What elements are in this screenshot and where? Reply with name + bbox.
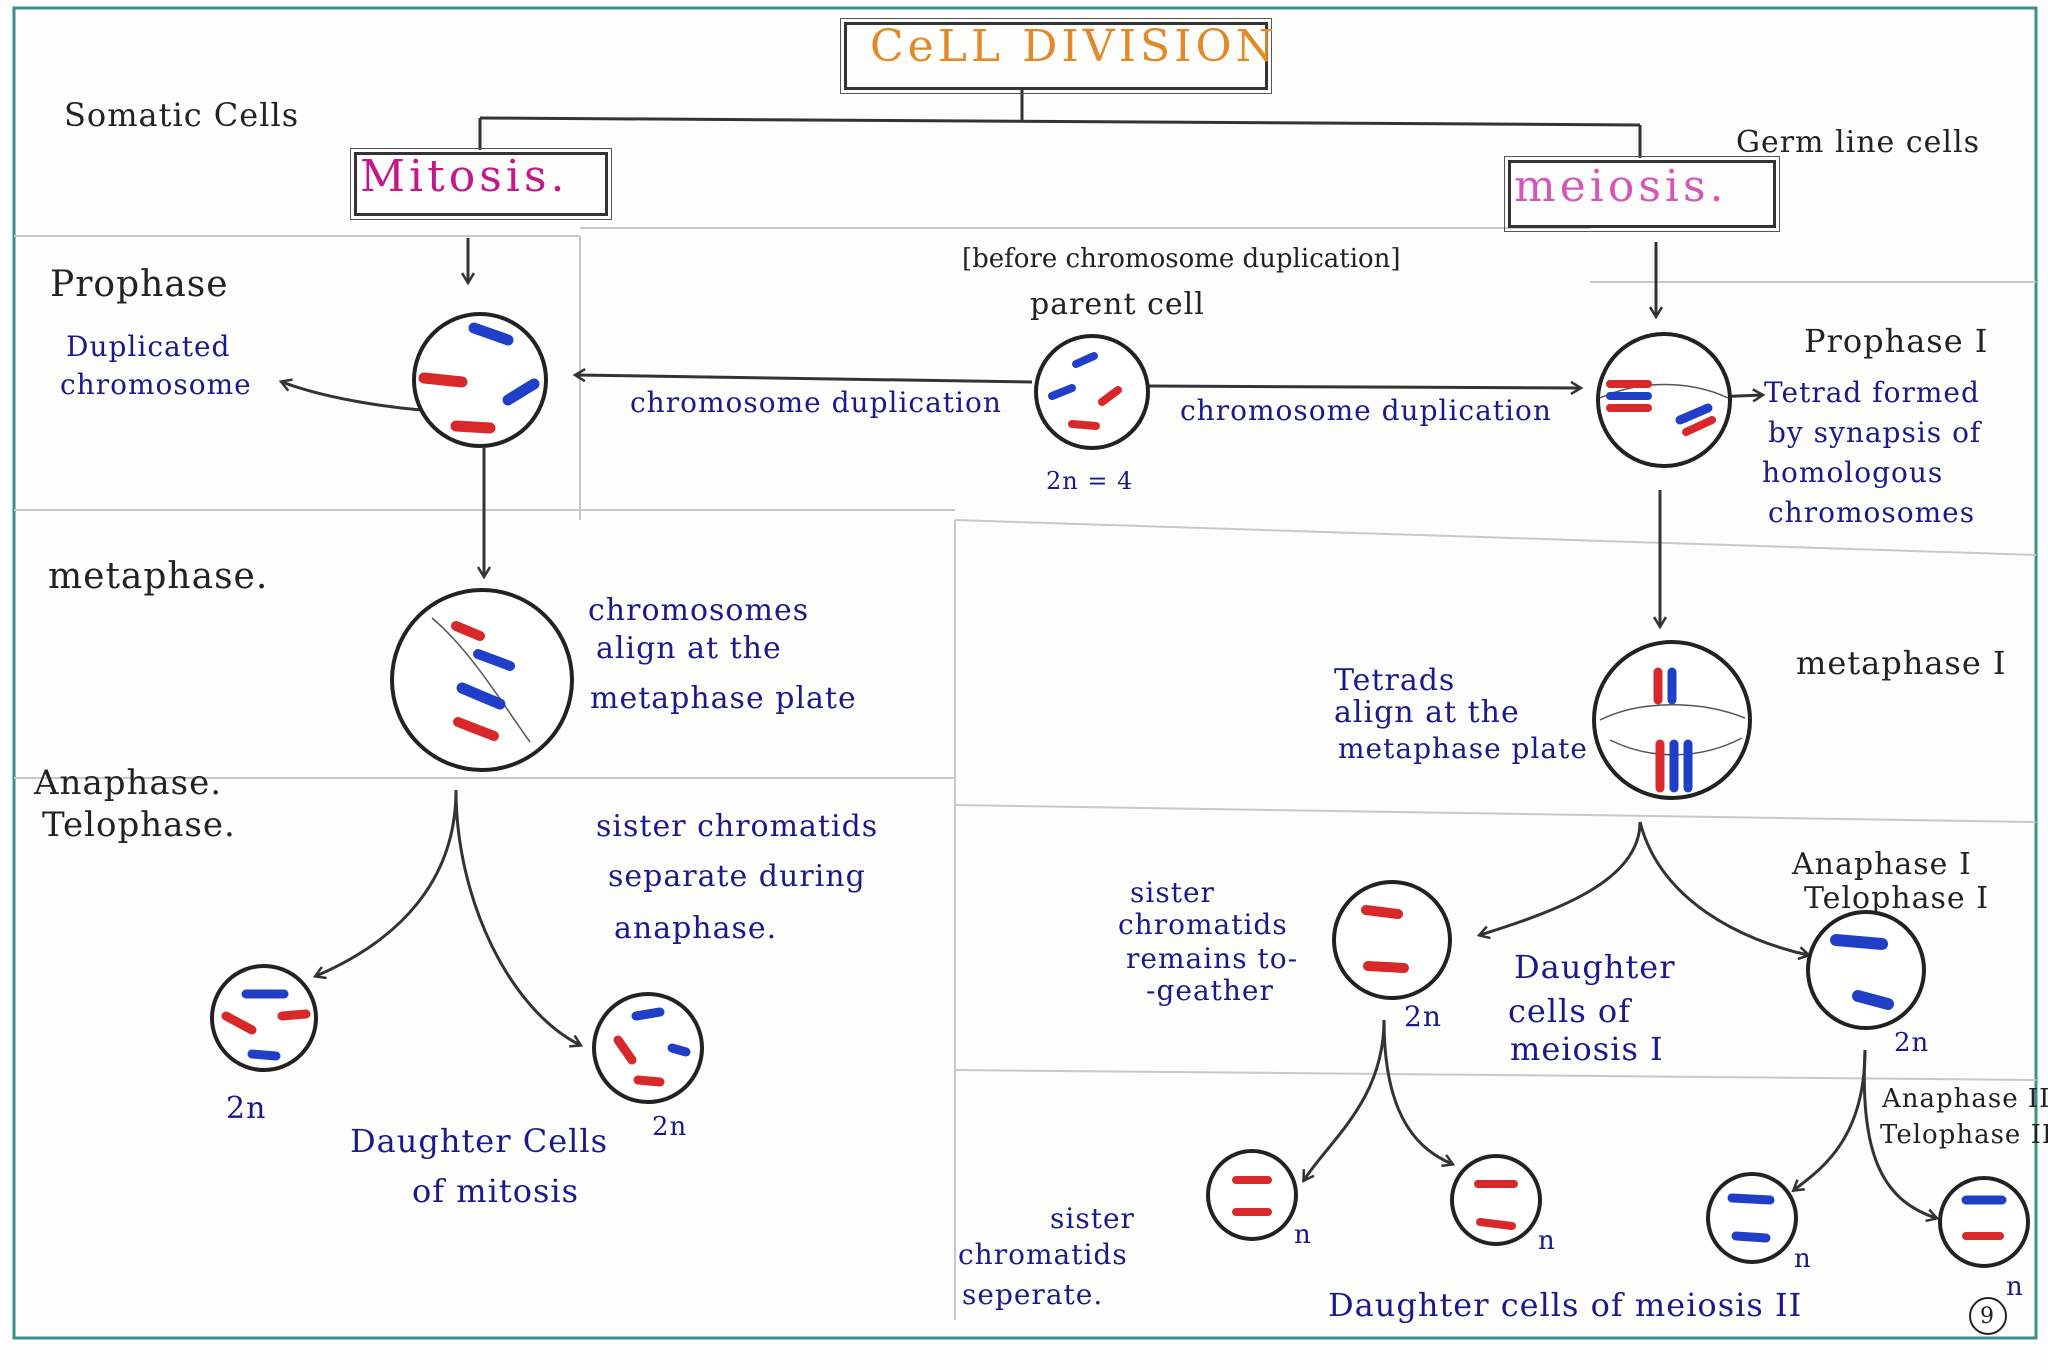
mitosis-title: Mitosis. [360, 151, 569, 202]
mitosis-metaphase-note-1: chromosomes [588, 593, 810, 628]
tetrad-note-2: by synapsis of [1768, 416, 1982, 449]
mitosis-anaphase-note-3: anaphase. [614, 911, 778, 946]
meiosis-metaphase-note-2: align at the [1334, 695, 1520, 730]
meiosis1-left-ploidy: 2n [1404, 1000, 1442, 1033]
meiosis1-daughter-label-1: Daughter [1514, 948, 1676, 986]
sister-separate-2: chromatids [958, 1238, 1128, 1271]
chromosome-marks [221, 322, 2007, 1243]
title-connectors [478, 88, 1642, 158]
somatic-cells-label: Somatic Cells [64, 96, 300, 134]
mitosis-prophase-cell [412, 312, 548, 448]
meiosis-metaphase-cell [1592, 640, 1752, 800]
meiosis2-daughter-3 [1706, 1172, 1798, 1264]
meiosis2-ploidy-3: n [1794, 1244, 1812, 1274]
meiosis-metaphase-label: metaphase I [1796, 644, 2007, 682]
meiosis-metaphase-note-1: Tetrads [1334, 663, 1456, 698]
meiosis1-daughter-right [1806, 910, 1926, 1030]
mitosis-metaphase-note-3: metaphase plate [590, 681, 857, 716]
section-lines [14, 227, 2037, 1320]
mitosis-daughter-left-ploidy: 2n [226, 1091, 267, 1126]
parent-ploidy: 2n = 4 [1046, 467, 1134, 495]
sister-together-3: remains to- [1126, 942, 1299, 975]
mitosis-prophase-label: Prophase [50, 264, 229, 305]
sister-together-1: sister [1130, 876, 1215, 909]
title-box [840, 18, 1272, 94]
sister-separate-1: sister [1050, 1202, 1135, 1235]
meiosis-telophase1-label: Telophase I [1804, 881, 1990, 916]
mitosis-metaphase-cell [390, 588, 574, 772]
parent-cell-label: parent cell [1030, 287, 1205, 322]
mitosis-daughter-right [592, 992, 704, 1104]
meiosis1-daughter-label-3: meiosis I [1510, 1030, 1664, 1068]
tetrad-note-1: Tetrad formed [1764, 376, 1980, 409]
mitosis-metaphase-label: metaphase. [48, 556, 269, 597]
mitosis-metaphase-note-2: align at the [596, 631, 782, 666]
mitosis-telophase-label: Telophase. [42, 805, 236, 845]
meiosis1-right-ploidy: 2n [1894, 1028, 1930, 1058]
parent-cell [1034, 334, 1150, 450]
duplicated-line-1: Duplicated [66, 330, 231, 363]
mitosis-daughter-label-2: of mitosis [412, 1172, 580, 1210]
page-number: 9 [1980, 1304, 1995, 1329]
germline-cells-label: Germ line cells [1736, 125, 1980, 160]
mitosis-anaphase-note-2: separate during [608, 859, 866, 894]
meiosis-anaphase2-label: Anaphase II [1882, 1084, 2048, 1114]
meiosis2-daughter-2 [1450, 1154, 1542, 1246]
meiosis1-daughter-label-2: cells of [1508, 992, 1632, 1030]
duplication-left-label: chromosome duplication [630, 386, 1002, 419]
mitosis-daughter-right-ploidy: 2n [652, 1112, 688, 1142]
duplication-right-label: chromosome duplication [1180, 394, 1552, 427]
meiosis2-ploidy-4: n [2006, 1272, 2024, 1302]
tetrad-note-3: homologous [1762, 456, 1944, 489]
tetrad-note-4: chromosomes [1768, 496, 1976, 529]
meiosis2-ploidy-2: n [1538, 1226, 1556, 1256]
parent-note: [before chromosome duplication] [962, 244, 1401, 274]
mitosis-anaphase-label: Anaphase. [34, 763, 223, 803]
sister-together-4: -geather [1146, 974, 1274, 1007]
meiosis2-daughter-label: Daughter cells of meiosis II [1328, 1286, 1803, 1324]
meiosis-metaphase-note-3: metaphase plate [1338, 732, 1588, 765]
meiosis2-ploidy-1: n [1294, 1220, 1312, 1250]
flow-arrows [282, 238, 1936, 1218]
meiosis-prophase-label: Prophase I [1804, 322, 1989, 360]
meiosis-prophase-cell [1596, 332, 1732, 468]
page-border [12, 6, 2038, 1340]
sister-together-2: chromatids [1118, 908, 1288, 941]
meiosis-telophase2-label: Telophase II [1880, 1120, 2048, 1150]
meiosis-anaphase1-label: Anaphase I [1792, 847, 1972, 882]
mitosis-anaphase-note-1: sister chromatids [596, 809, 879, 844]
mitosis-box [350, 148, 612, 220]
meiosis-box [1504, 156, 1780, 232]
page-number-circle [1969, 1297, 2007, 1335]
duplicated-line-2: chromosome [60, 368, 252, 401]
meiosis-title: meiosis. [1514, 161, 1728, 212]
mitosis-daughter-label-1: Daughter Cells [350, 1122, 609, 1160]
sister-separate-3: seperate. [962, 1278, 1104, 1311]
meiosis2-daughter-1 [1206, 1149, 1298, 1241]
diagram-title: CeLL DIVISION [870, 21, 1279, 72]
meiosis2-daughter-4 [1938, 1176, 2030, 1268]
meiosis1-daughter-left [1332, 880, 1452, 1000]
mitosis-daughter-left [210, 964, 318, 1072]
